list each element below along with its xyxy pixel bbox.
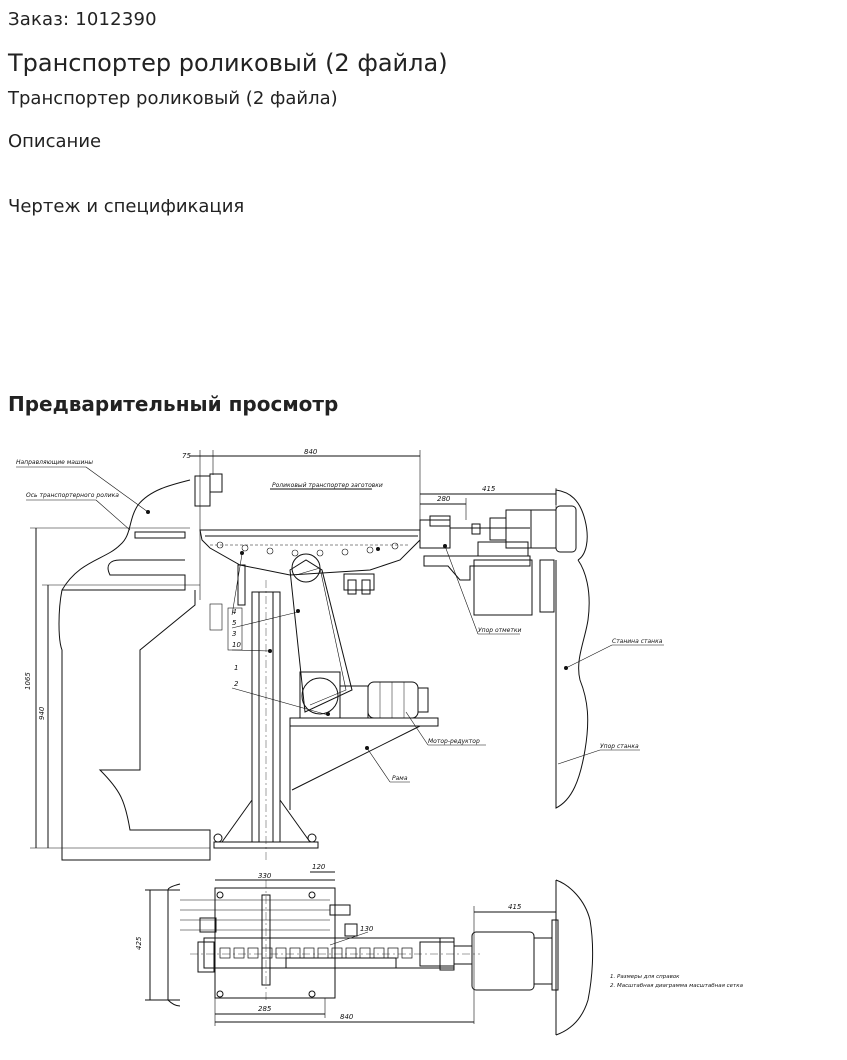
drawing-note-2: 2. Масштабная диаграмма масштабная сетка (610, 983, 744, 989)
dim-right2: 280 (437, 495, 451, 503)
callout-num-10: 10 (232, 641, 241, 649)
dim-plan-bottom1: 285 (258, 1005, 272, 1013)
dim-right: 415 (482, 485, 496, 493)
plan-machine-outline (167, 883, 181, 1007)
technical-drawing-preview: 840 75 415 280 1065 940 330 120 425 285 … (16, 448, 744, 1036)
product-subtitle: Транспортер роликовый (2 файла) (8, 88, 338, 109)
drawing-note-1: 1. Размеры для справок (610, 974, 680, 980)
callout-machine-stop: Упор станка (600, 743, 639, 750)
callout-num-1: 1 (234, 664, 238, 672)
product-title: Транспортер роликовый (2 файла) (8, 49, 448, 77)
dim-plan-side: 425 (135, 936, 143, 950)
dim-plan-top: 330 (258, 872, 272, 880)
dim-arm: 130 (360, 925, 374, 933)
callout-conveyor: Роликовый транспортер заготовки (272, 482, 383, 489)
callout-motor: Мотор-редуктор (428, 738, 480, 745)
dim-top-small: 75 (182, 452, 191, 460)
callout-guides: Направляющие машины (16, 459, 93, 466)
dim-height-inner: 940 (38, 706, 46, 720)
callout-num-4: 4 (232, 608, 236, 616)
dim-plan-bottom2: 840 (340, 1013, 354, 1021)
callout-roller-axis: Ось транспортерного ролика (26, 492, 119, 499)
dim-plan-right: 415 (508, 903, 522, 911)
callout-num-2: 2 (234, 680, 239, 688)
dim-plan-small: 120 (312, 863, 326, 871)
order-number: Заказ: 1012390 (8, 9, 157, 30)
dim-top-main: 840 (304, 448, 318, 456)
dim-height-total: 1065 (24, 672, 32, 690)
preview-heading: Предварительный просмотр (8, 392, 339, 416)
callout-stop: Упор отметки (478, 627, 521, 634)
callout-num-5: 5 (232, 619, 237, 627)
callout-machine-bed: Станина станка (612, 638, 663, 645)
description-body: Чертеж и спецификация (8, 196, 245, 217)
callout-frame: Рама (392, 775, 408, 782)
description-heading: Описание (8, 131, 102, 152)
callout-num-3: 3 (232, 630, 236, 638)
